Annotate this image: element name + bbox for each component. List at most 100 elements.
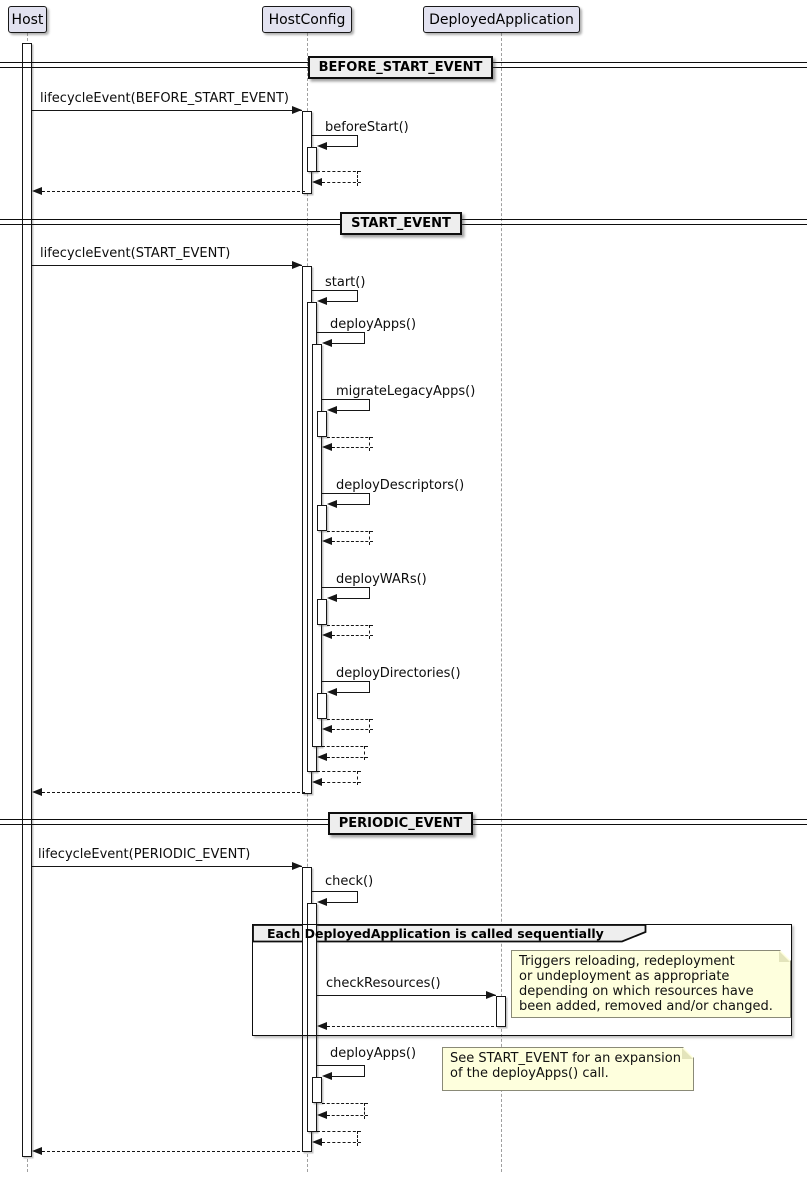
arrow-deploywars-bottom bbox=[337, 598, 370, 599]
arrow-deploydirectories-head bbox=[327, 688, 337, 696]
arrow-deploydirectories-bottom bbox=[337, 692, 370, 693]
arrow-migratelegacyapps-side bbox=[369, 399, 370, 411]
message-label-lifecycle-before-start: lifecycleEvent(BEFORE_START_EVENT) bbox=[40, 91, 289, 106]
return-deployapps-periodic-bottom bbox=[327, 1115, 368, 1116]
message-label-lifecycle-start: lifecycleEvent(START_EVENT) bbox=[40, 246, 231, 261]
return-to-host-periodic-line bbox=[42, 1151, 305, 1152]
arrow-deploydirectories-top bbox=[322, 681, 370, 682]
lifeline-deployedapplication bbox=[500, 33, 502, 1172]
arrow-deploydescriptors-bottom bbox=[337, 504, 370, 505]
arrow-lifecycle-before-start-line bbox=[32, 110, 302, 111]
arrow-migratelegacyapps-top bbox=[322, 399, 370, 400]
return-check-top bbox=[317, 1131, 361, 1132]
arrow-lifecycle-periodic-head bbox=[292, 862, 302, 870]
arrow-beforestart-bottom bbox=[327, 146, 358, 147]
arrow-beforestart-side bbox=[357, 135, 358, 147]
arrow-deploydescriptors-side bbox=[369, 493, 370, 505]
divider-periodic-event: PERIODIC_EVENT bbox=[328, 812, 473, 835]
arrow-lifecycle-start-line bbox=[32, 265, 302, 266]
participant-deployedapplication: DeployedApplication bbox=[423, 6, 580, 33]
return-deploydescriptors-head bbox=[322, 537, 332, 545]
arrow-beforestart-head bbox=[317, 142, 327, 150]
return-deploydirectories-bottom bbox=[332, 729, 373, 730]
message-label-lifecycle-periodic: lifecycleEvent(PERIODIC_EVENT) bbox=[38, 847, 251, 862]
message-label-deploydescriptors: deployDescriptors() bbox=[336, 478, 465, 493]
arrow-lifecycle-periodic-line bbox=[32, 866, 302, 867]
return-to-host-start-line bbox=[42, 792, 305, 793]
return-beforestart-side bbox=[357, 171, 358, 186]
arrow-check-bottom bbox=[327, 902, 358, 903]
return-deploydirectories-head bbox=[322, 725, 332, 733]
arrow-deploywars-head bbox=[327, 594, 337, 602]
group-header bbox=[252, 924, 647, 943]
group-box bbox=[252, 924, 792, 1036]
arrow-deployapps-periodic-bottom bbox=[332, 1076, 365, 1077]
return-deployapps-head bbox=[317, 753, 327, 761]
arrow-migratelegacyapps-head bbox=[327, 406, 337, 414]
activation-host bbox=[22, 43, 32, 1157]
return-start-top bbox=[317, 771, 361, 772]
return-migratelegacyapps-side bbox=[369, 437, 370, 451]
activation-deployapps-periodic bbox=[312, 1077, 322, 1103]
arrow-start-top bbox=[312, 290, 358, 291]
return-checkresources-line bbox=[327, 1026, 499, 1027]
return-to-host-periodic-head bbox=[32, 1147, 42, 1155]
arrow-deployapps-periodic-head bbox=[322, 1072, 332, 1080]
arrow-start-bottom bbox=[327, 301, 358, 302]
arrow-deployapps-top bbox=[317, 332, 365, 333]
return-to-host-before-head bbox=[32, 187, 42, 195]
return-deploywars-head bbox=[322, 631, 332, 639]
return-start-bottom bbox=[322, 782, 361, 783]
message-label-deploywars: deployWARs() bbox=[336, 572, 427, 587]
note-deploy-apps: See START_EVENT for an expansion of the … bbox=[442, 1047, 694, 1091]
arrow-deploydirectories-side bbox=[369, 681, 370, 693]
return-deployapps-bottom bbox=[327, 757, 368, 758]
arrow-checkresources-head bbox=[486, 991, 496, 999]
group-title: Each DeployedApplication is called seque… bbox=[267, 926, 604, 941]
message-label-deployapps: deployApps() bbox=[330, 317, 417, 332]
return-deployapps-periodic-side bbox=[364, 1103, 365, 1119]
return-deploydirectories-top bbox=[327, 719, 373, 720]
arrow-check-top bbox=[312, 891, 358, 892]
return-deploywars-side bbox=[369, 625, 370, 639]
activation-deploywars bbox=[317, 599, 327, 625]
message-label-check: check() bbox=[325, 874, 374, 889]
message-label-deploydirectories: deployDirectories() bbox=[336, 666, 461, 681]
return-migratelegacyapps-bottom bbox=[332, 447, 373, 448]
return-start-head bbox=[312, 778, 322, 786]
participant-host: Host bbox=[8, 6, 47, 33]
arrow-deploydescriptors-top bbox=[322, 493, 370, 494]
return-start-side bbox=[357, 771, 358, 785]
return-deploywars-top bbox=[327, 625, 373, 626]
return-migratelegacyapps-top bbox=[327, 437, 373, 438]
arrow-deployapps-periodic-top bbox=[317, 1065, 365, 1066]
arrow-start-head bbox=[317, 297, 327, 305]
arrow-beforestart-top bbox=[312, 135, 358, 136]
return-beforestart-bottom bbox=[322, 182, 361, 183]
divider-before-start-event: BEFORE_START_EVENT bbox=[308, 56, 493, 79]
note-check-resources: Triggers reloading, redeployment or unde… bbox=[511, 950, 791, 1018]
return-deploydirectories-side bbox=[369, 719, 370, 733]
return-deploywars-bottom bbox=[332, 635, 373, 636]
activation-migratelegacyapps bbox=[317, 411, 327, 437]
return-checkresources-head bbox=[317, 1022, 327, 1030]
activation-deployapps bbox=[312, 344, 322, 747]
return-to-host-before-line bbox=[42, 191, 305, 192]
participant-hostconfig: HostConfig bbox=[262, 6, 352, 33]
message-label-migratelegacyapps: migrateLegacyApps() bbox=[336, 384, 476, 399]
activation-check bbox=[307, 903, 317, 1132]
arrow-start-side bbox=[357, 290, 358, 302]
arrow-checkresources-line bbox=[317, 995, 496, 996]
arrow-deployapps-side bbox=[364, 332, 365, 344]
arrow-lifecycle-before-start-head bbox=[292, 106, 302, 114]
arrow-deployapps-bottom bbox=[332, 343, 365, 344]
arrow-lifecycle-start-head bbox=[292, 261, 302, 269]
return-deployapps-periodic-head bbox=[317, 1111, 327, 1119]
return-deploydescriptors-bottom bbox=[332, 541, 373, 542]
return-deploydescriptors-top bbox=[327, 531, 373, 532]
arrow-deploywars-top bbox=[322, 587, 370, 588]
arrow-deploywars-side bbox=[369, 587, 370, 599]
return-deployapps-periodic-top bbox=[322, 1103, 368, 1104]
return-migratelegacyapps-head bbox=[322, 443, 332, 451]
return-deployapps-side bbox=[364, 746, 365, 760]
